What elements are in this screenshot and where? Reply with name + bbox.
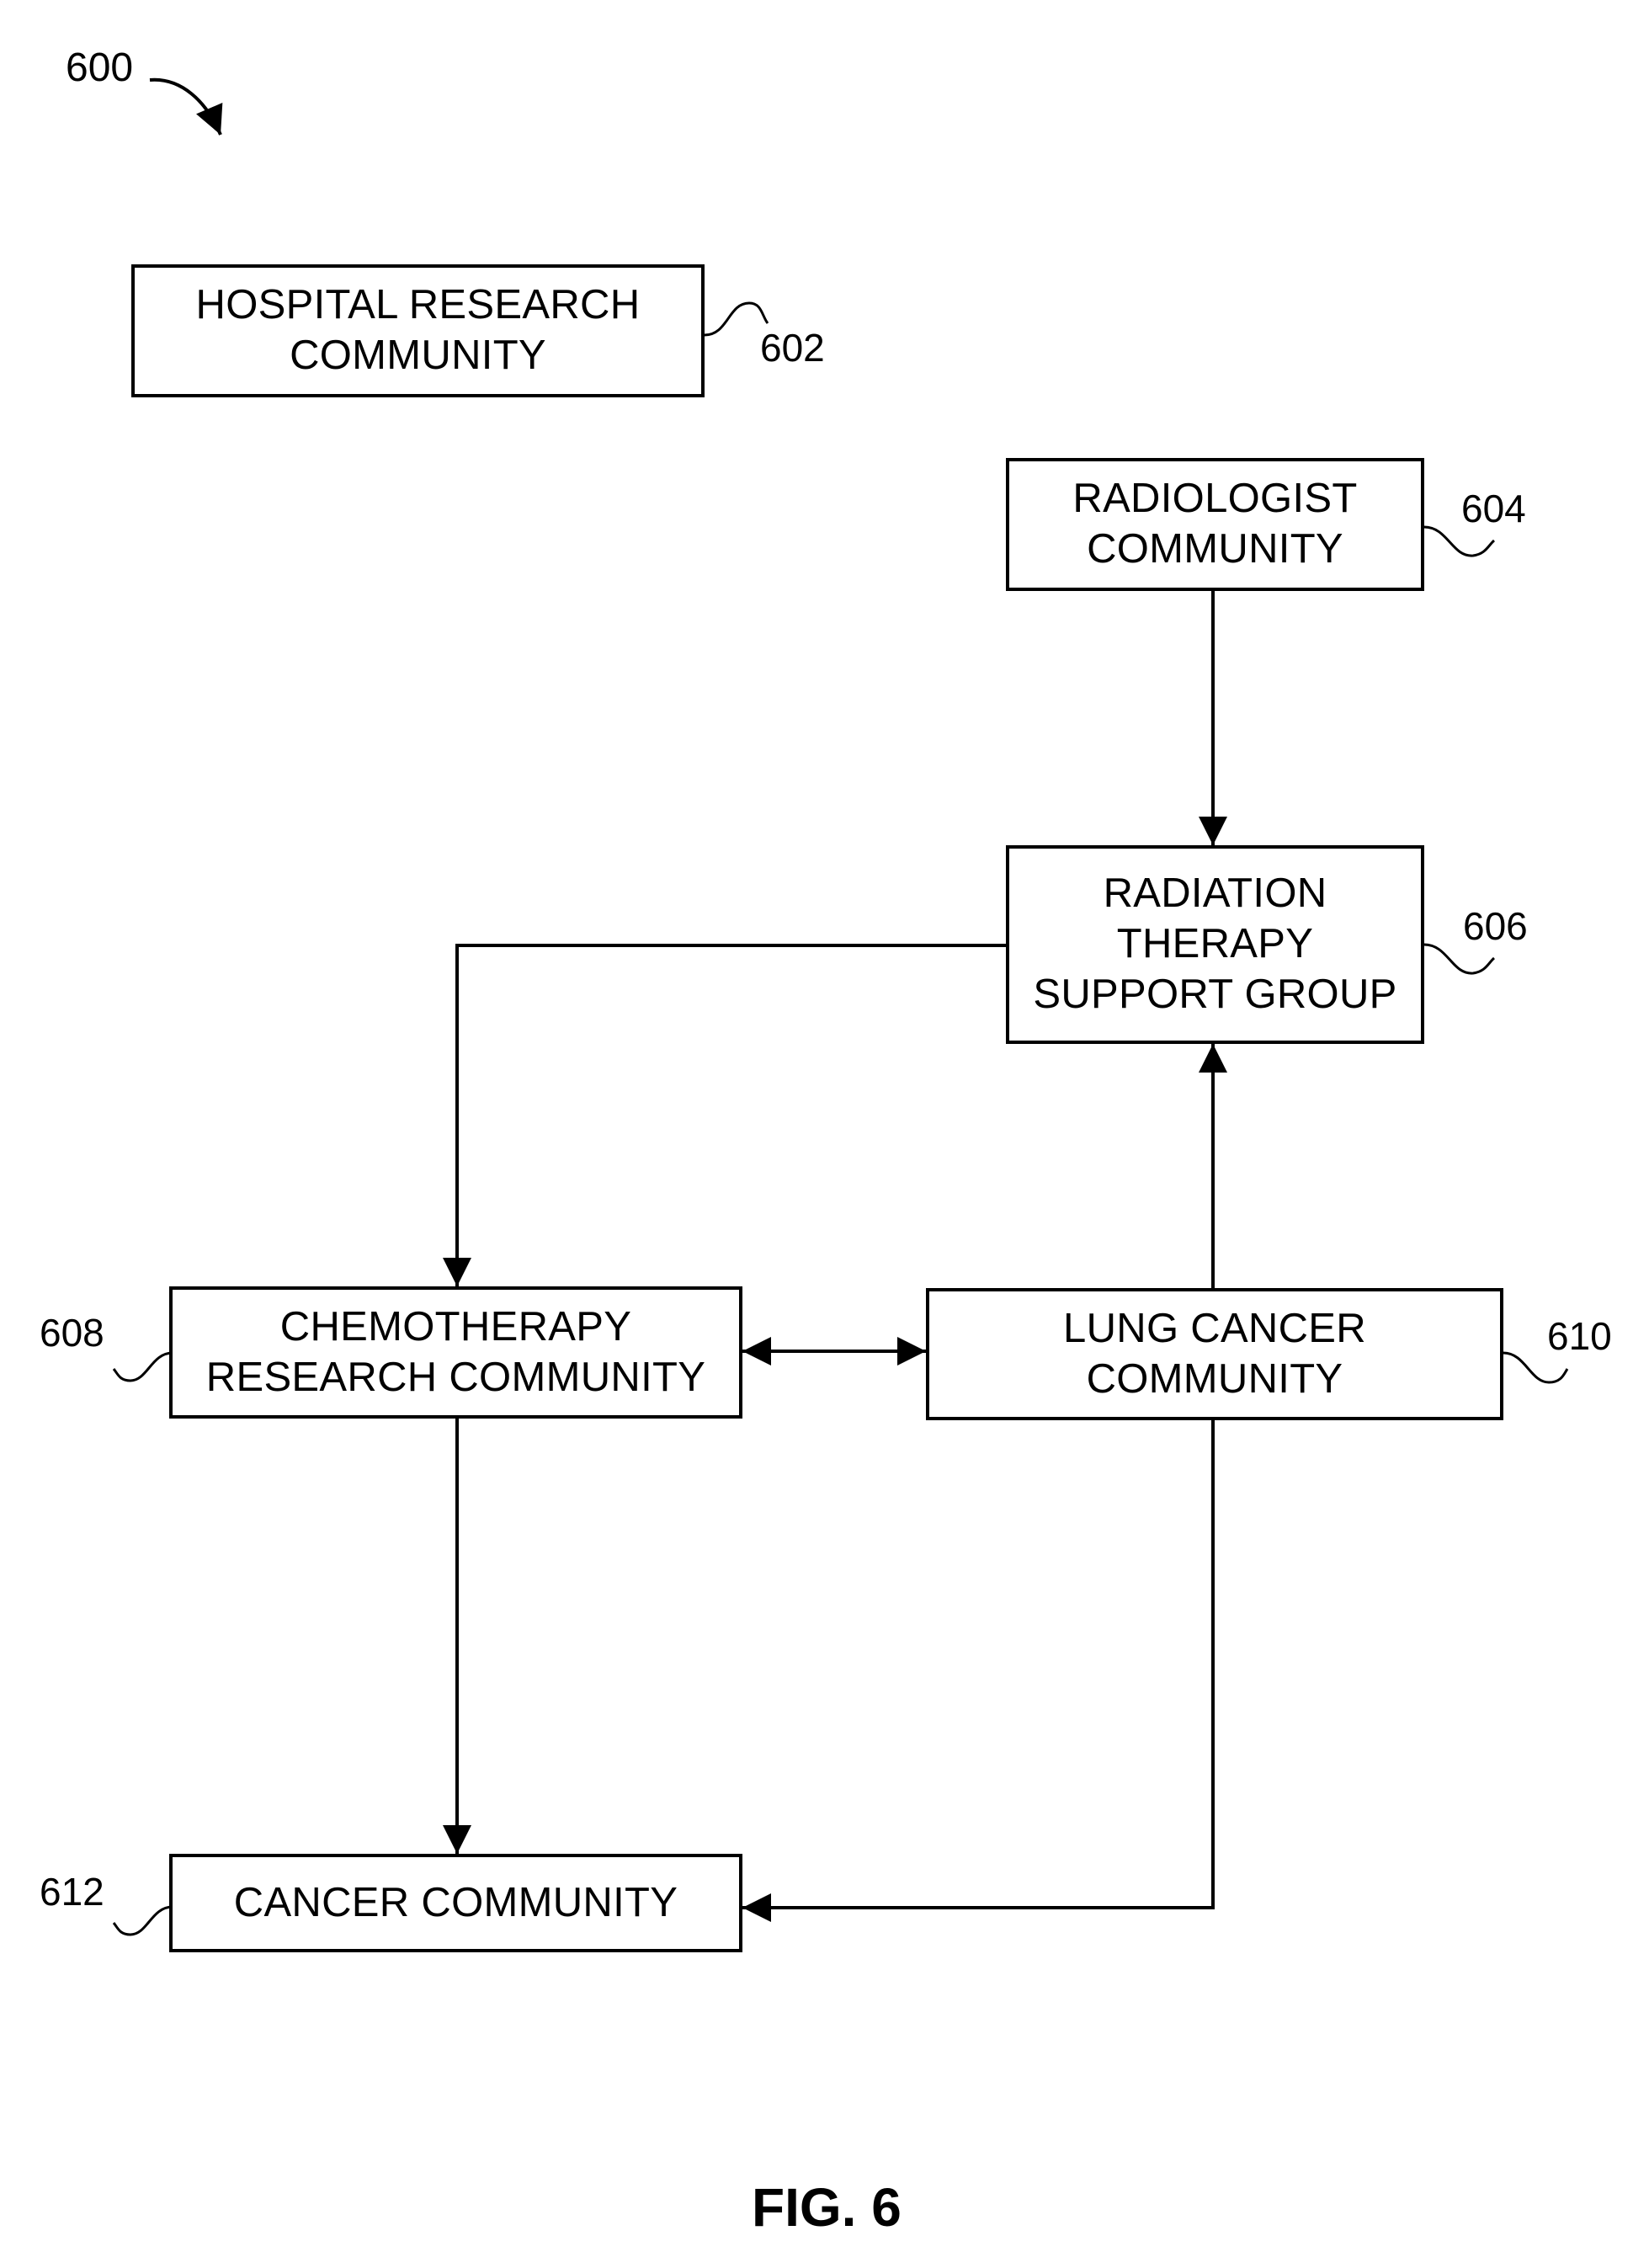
leader-608 [114,1353,173,1381]
box-label-line: COMMUNITY [290,331,546,381]
ref-612: 612 [40,1869,104,1914]
leader-602 [705,303,768,335]
box-label-line: THERAPY [1117,919,1314,970]
arrow-lung-cancer-to-cancer [742,1420,1213,1908]
box-radiation-therapy-support-group: RADIATION THERAPY SUPPORT GROUP [1006,845,1424,1044]
box-chemotherapy-research-community: CHEMOTHERAPY RESEARCH COMMUNITY [169,1286,742,1419]
box-label-line: RADIOLOGIST [1072,474,1357,524]
figure-caption: FIG. 6 [752,2176,902,2239]
box-label-line: CHEMOTHERAPY [280,1302,631,1353]
figure-number: 600 [66,45,133,91]
box-label-line: CANCER COMMUNITY [234,1878,678,1929]
box-label-line: SUPPORT GROUP [1033,970,1396,1020]
ref-602: 602 [760,325,825,370]
leader-606 [1424,945,1494,973]
box-label-line: COMMUNITY [1087,1355,1343,1405]
figure-number-pointer [150,80,221,135]
box-hospital-research-community: HOSPITAL RESEARCH COMMUNITY [131,264,705,397]
leader-612 [114,1907,173,1935]
ref-604: 604 [1461,486,1526,531]
box-lung-cancer-community: LUNG CANCER COMMUNITY [926,1288,1503,1420]
box-label-line: HOSPITAL RESEARCH [196,280,641,331]
leader-604 [1424,527,1494,556]
arrow-radiation-therapy-to-chemotherapy [457,945,1006,1286]
ref-608: 608 [40,1310,104,1355]
box-cancer-community: CANCER COMMUNITY [169,1854,742,1952]
box-label-line: LUNG CANCER [1063,1304,1366,1355]
box-label-line: RESEARCH COMMUNITY [206,1353,705,1403]
box-label-line: COMMUNITY [1087,524,1343,575]
ref-606: 606 [1463,903,1528,949]
box-label-line: RADIATION [1104,869,1327,919]
box-radiologist-community: RADIOLOGIST COMMUNITY [1006,458,1424,591]
ref-610: 610 [1547,1313,1612,1359]
